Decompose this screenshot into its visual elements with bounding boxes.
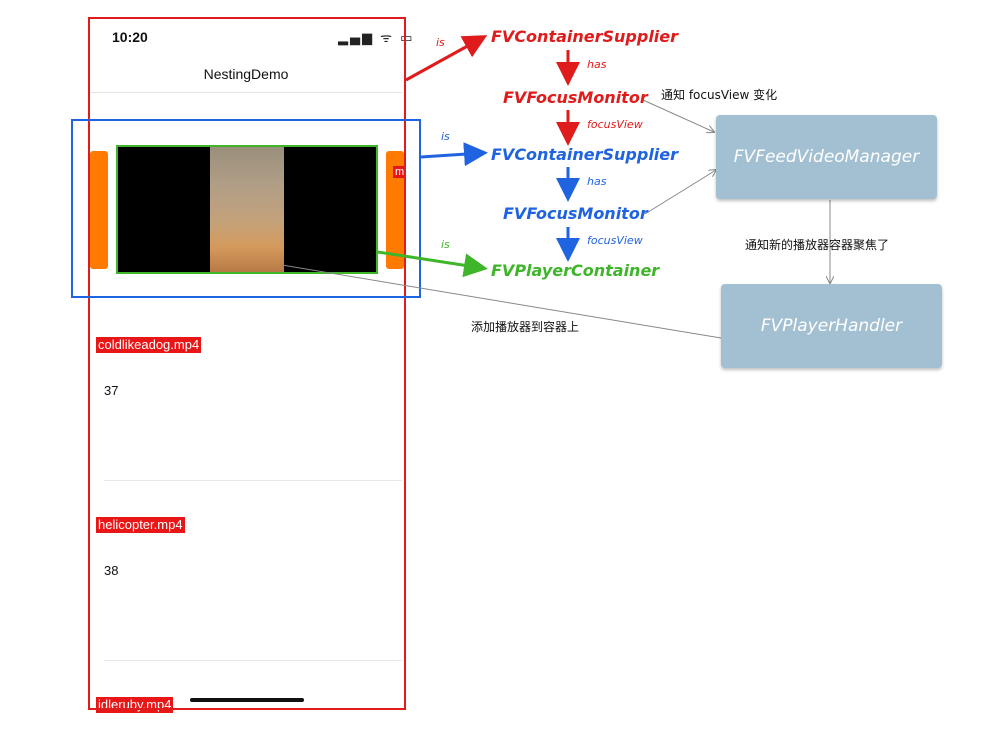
navigation-bar [90,56,402,93]
is-label: is [441,130,450,143]
focusview-label: focusView [587,234,643,247]
status-time: 10:20 [112,29,148,45]
row-separator [104,660,402,661]
status-icons: ▂▄▆ ᯤ ▭ [338,31,415,46]
node-container-supplier-top: FVContainerSupplier [491,27,679,46]
video-thumbnail [210,147,284,272]
carousel-item-right-label: m [393,166,407,178]
note-add-player: 添加播放器到容器上 [471,320,580,334]
inner-container-frame [71,119,421,298]
has-label: has [587,58,607,71]
is-arrow-green [377,250,488,278]
node-focus-monitor-top: FVFocusMonitor [503,88,648,107]
notify-arrow-top [642,99,714,132]
home-indicator [190,698,304,702]
row-index: 37 [104,383,119,398]
carousel-item-right[interactable] [386,151,404,269]
is-label: is [436,36,445,49]
row-index: 38 [104,563,119,578]
row-filename: helicopter.mp4 [96,517,185,533]
note-notify-new: 通知新的播放器容器聚焦了 [745,238,890,252]
focusview-label: focusView [587,118,643,131]
phone-screen [88,17,404,707]
is-arrow-blue [420,142,488,167]
nav-title: NestingDemo [203,66,289,82]
outer-container-frame [88,17,406,710]
notify-arrow-bottom [644,170,716,215]
has-label: has [587,175,607,188]
box-player-handler: FVPlayerHandler [721,284,942,368]
row-separator [104,480,402,481]
carousel-item-left[interactable] [90,151,108,269]
is-arrow-red [405,35,488,82]
node-player-container: FVPlayerContainer [491,261,660,280]
box-feed-video-manager: FVFeedVideoManager [716,115,937,199]
note-notify-focus: 通知 focusView 变化 [661,88,778,102]
node-container-supplier-inner: FVContainerSupplier [491,145,679,164]
row-filename: coldlikeadog.mp4 [96,337,202,353]
add-player-line [281,264,722,339]
is-label: is [441,238,450,251]
node-focus-monitor-inner: FVFocusMonitor [503,204,648,223]
